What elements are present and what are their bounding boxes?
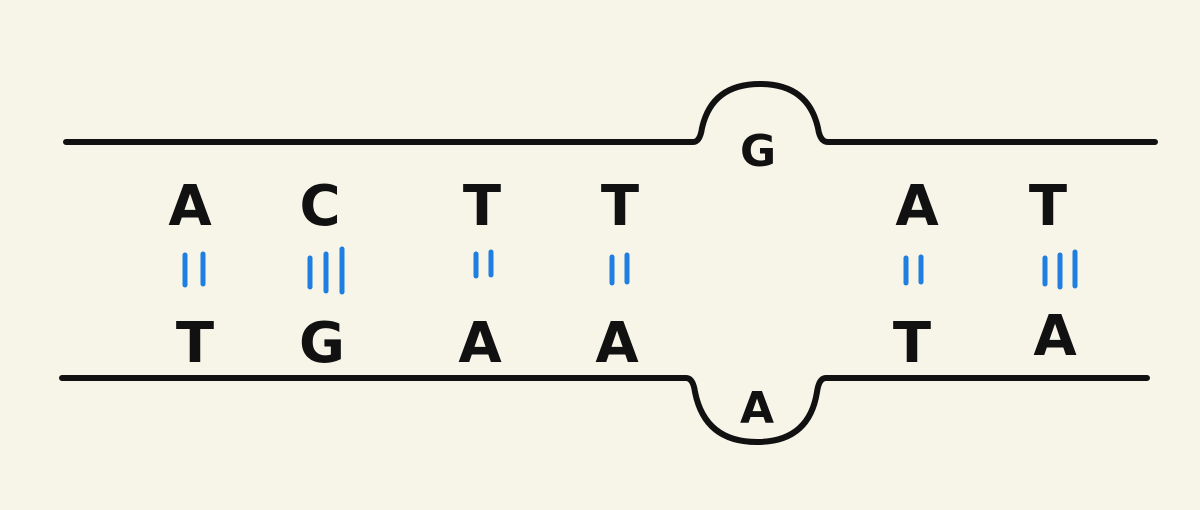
mismatch-bottom-base: A <box>740 383 774 434</box>
top-strand <box>63 81 1158 145</box>
top-base: A <box>168 174 212 239</box>
mismatch-top-base: G <box>740 126 776 177</box>
top-base: A <box>895 174 939 239</box>
bottom-base: G <box>299 311 345 376</box>
top-base: T <box>463 174 501 239</box>
bottom-base: A <box>595 311 639 376</box>
bottom-base: A <box>458 311 502 376</box>
top-base: T <box>601 174 639 239</box>
bottom-base: T <box>176 311 214 376</box>
top-base: C <box>299 174 340 239</box>
bottom-base: A <box>1033 304 1077 369</box>
bottom-base: T <box>893 311 931 376</box>
bottom-strand <box>59 375 1150 445</box>
top-base: T <box>1029 174 1067 239</box>
